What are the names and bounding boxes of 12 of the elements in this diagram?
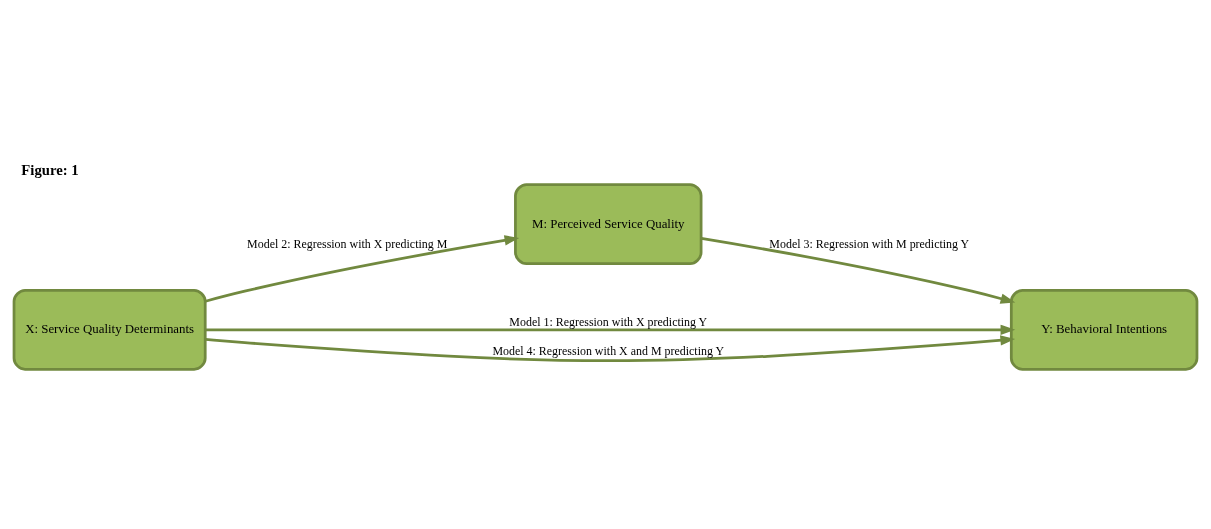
- edge-label: Model 4: Regression with X and M predicting Y: [492, 343, 725, 358]
- node-box: Y: Behavioral Intentions: [1009, 288, 1199, 371]
- edge-label: Model 2: Regression with X predicting M: [247, 236, 448, 251]
- edge-label: Model 3: Regression with M predicting Y: [769, 236, 970, 251]
- arrow: [701, 236, 1016, 304]
- node-box: X: Service Quality Determinants: [12, 288, 207, 371]
- arrow: [205, 234, 520, 303]
- node-box: M: Perceived Service Quality: [514, 182, 703, 265]
- arrow: [205, 324, 1016, 335]
- diagram-title: Figure: 1: [21, 161, 79, 178]
- arrow: [205, 334, 1016, 362]
- edge-label: Model 1: Regression with X predicting Y: [509, 314, 708, 329]
